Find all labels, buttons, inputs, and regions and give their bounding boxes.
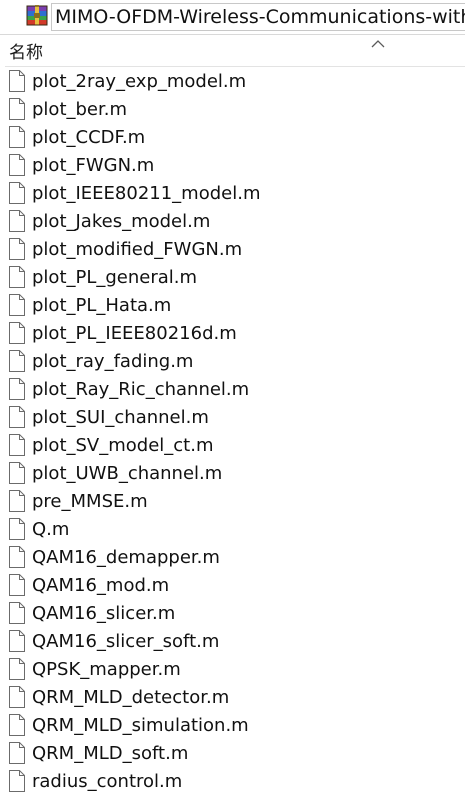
file-name: QAM16_slicer.m (32, 603, 176, 624)
file-row[interactable]: Q.m (0, 516, 465, 544)
file-row[interactable]: QRM_MLD_detector.m (0, 684, 465, 712)
document-icon (8, 349, 26, 373)
file-name: plot_CCDF.m (32, 127, 146, 148)
document-icon (8, 237, 26, 261)
document-icon (8, 769, 26, 793)
file-name: QPSK_mapper.m (32, 659, 181, 680)
file-name: plot_SUI_channel.m (32, 407, 209, 428)
document-icon (8, 433, 26, 457)
file-row[interactable]: QAM16_slicer.m (0, 600, 465, 628)
file-row[interactable]: plot_PL_general.m (0, 264, 465, 292)
document-icon (8, 69, 26, 93)
document-icon (8, 657, 26, 681)
file-name: radius_control.m (32, 771, 183, 792)
file-row[interactable]: QAM16_demapper.m (0, 544, 465, 572)
file-row[interactable]: plot_ber.m (0, 96, 465, 124)
name-column-label: 名称 (9, 43, 43, 63)
header-divider (5, 66, 465, 67)
document-icon (8, 573, 26, 597)
file-row[interactable]: plot_UWB_channel.m (0, 460, 465, 488)
file-row[interactable]: plot_Ray_Ric_channel.m (0, 376, 465, 404)
address-bar: MIMO-OFDM-Wireless-Communications-with-M… (0, 0, 465, 35)
file-row[interactable]: plot_FWGN.m (0, 152, 465, 180)
path-text: MIMO-OFDM-Wireless-Communications-with-M… (55, 6, 465, 28)
chevron-up-icon (371, 40, 385, 48)
document-icon (8, 97, 26, 121)
file-row[interactable]: plot_IEEE80211_model.m (0, 180, 465, 208)
document-icon (8, 489, 26, 513)
document-icon (8, 545, 26, 569)
file-name: plot_FWGN.m (32, 155, 155, 176)
file-row[interactable]: plot_modified_FWGN.m (0, 236, 465, 264)
file-name: pre_MMSE.m (32, 491, 148, 512)
file-row[interactable]: QRM_MLD_soft.m (0, 740, 465, 768)
file-name: QAM16_mod.m (32, 575, 170, 596)
file-name: plot_PL_Hata.m (32, 295, 172, 316)
file-row[interactable]: QPSK_mapper.m (0, 656, 465, 684)
file-name: QRM_MLD_detector.m (32, 687, 230, 708)
file-row[interactable]: plot_CCDF.m (0, 124, 465, 152)
document-icon (8, 713, 26, 737)
document-icon (8, 125, 26, 149)
file-name: plot_Jakes_model.m (32, 211, 211, 232)
document-icon (8, 377, 26, 401)
document-icon (8, 601, 26, 625)
file-list: plot_2ray_exp_model.m plot_ber.m plot_CCDF… (0, 68, 465, 796)
document-icon (8, 517, 26, 541)
file-row[interactable]: plot_PL_Hata.m (0, 292, 465, 320)
file-row[interactable]: plot_2ray_exp_model.m (0, 68, 465, 96)
document-icon (8, 153, 26, 177)
archive-icon (26, 5, 48, 26)
file-name: QRM_MLD_simulation.m (32, 715, 249, 736)
file-name: plot_ber.m (32, 99, 128, 120)
document-icon (8, 293, 26, 317)
file-name: Q.m (32, 519, 70, 540)
path-field[interactable]: MIMO-OFDM-Wireless-Communications-with-M… (51, 3, 465, 31)
file-name: plot_PL_IEEE80216d.m (32, 323, 237, 344)
file-name: plot_modified_FWGN.m (32, 239, 243, 260)
file-row[interactable]: plot_SV_model_ct.m (0, 432, 465, 460)
file-name: plot_SV_model_ct.m (32, 435, 214, 456)
document-icon (8, 685, 26, 709)
file-name: plot_PL_general.m (32, 267, 198, 288)
document-icon (8, 741, 26, 765)
file-row[interactable]: pre_MMSE.m (0, 488, 465, 516)
file-row[interactable]: QAM16_slicer_soft.m (0, 628, 465, 656)
file-row[interactable]: plot_Jakes_model.m (0, 208, 465, 236)
file-name: plot_Ray_Ric_channel.m (32, 379, 250, 400)
document-icon (8, 461, 26, 485)
file-name: plot_ray_fading.m (32, 351, 194, 372)
document-icon (8, 181, 26, 205)
file-name: QAM16_slicer_soft.m (32, 631, 220, 652)
file-name: plot_IEEE80211_model.m (32, 183, 261, 204)
file-row[interactable]: radius_control.m (0, 768, 465, 796)
file-row[interactable]: plot_SUI_channel.m (0, 404, 465, 432)
file-name: QAM16_demapper.m (32, 547, 220, 568)
file-row[interactable]: plot_ray_fading.m (0, 348, 465, 376)
document-icon (8, 265, 26, 289)
file-row[interactable]: QRM_MLD_simulation.m (0, 712, 465, 740)
file-name: plot_2ray_exp_model.m (32, 71, 247, 92)
document-icon (8, 209, 26, 233)
document-icon (8, 321, 26, 345)
file-name: QRM_MLD_soft.m (32, 743, 189, 764)
column-header-name[interactable]: 名称 (0, 37, 465, 67)
document-icon (8, 629, 26, 653)
file-row[interactable]: plot_PL_IEEE80216d.m (0, 320, 465, 348)
document-icon (8, 405, 26, 429)
file-row[interactable]: QAM16_mod.m (0, 572, 465, 600)
file-name: plot_UWB_channel.m (32, 463, 223, 484)
